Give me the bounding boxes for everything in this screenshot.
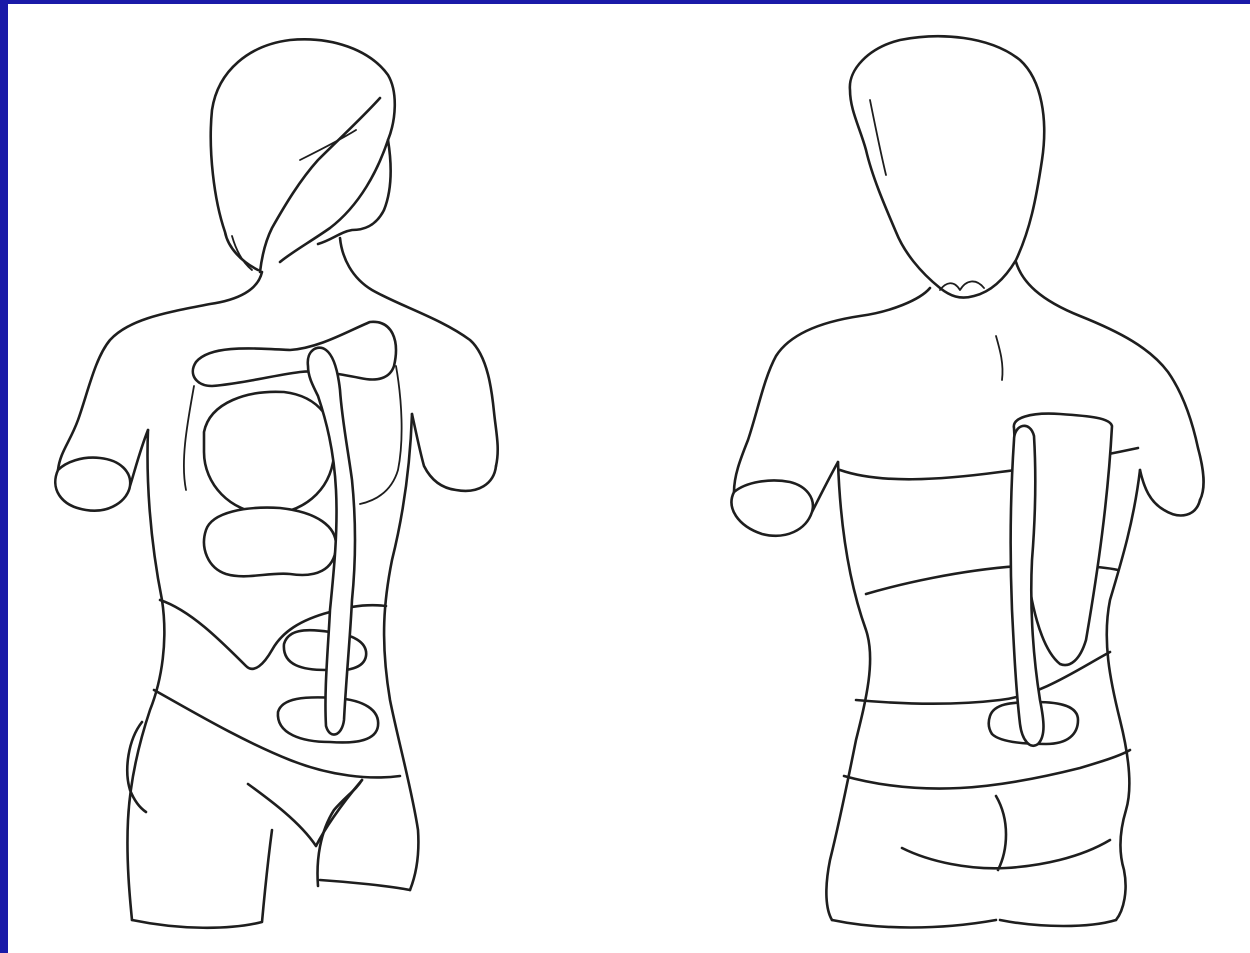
illustration-panel bbox=[8, 4, 1250, 953]
back-spine-line bbox=[996, 336, 1003, 380]
front-breast-pad bbox=[204, 392, 335, 514]
back-right-arm-stub bbox=[1140, 470, 1200, 515]
back-hair-strands bbox=[870, 100, 984, 290]
front-right-arm-stub bbox=[412, 414, 496, 491]
back-torso-figure bbox=[732, 36, 1204, 927]
back-lower-band-bottom bbox=[844, 750, 1130, 789]
back-hair-outline bbox=[850, 36, 1044, 297]
front-upper-abdomen-pad bbox=[204, 508, 336, 577]
front-torso-figure bbox=[55, 39, 497, 927]
front-hair-outline bbox=[211, 39, 395, 272]
front-leg-right bbox=[318, 780, 410, 890]
torso-diagram bbox=[8, 4, 1250, 953]
back-left-arm-stub bbox=[732, 462, 838, 536]
front-lower-abdomen-pad-1 bbox=[284, 630, 366, 670]
front-upper-chest-pad bbox=[193, 322, 396, 386]
front-hair-strands bbox=[232, 130, 356, 270]
back-legs-bottom bbox=[832, 920, 1116, 928]
front-groin-line bbox=[248, 780, 362, 846]
front-leg-left bbox=[132, 830, 272, 928]
back-buttocks-lines bbox=[902, 796, 1110, 870]
